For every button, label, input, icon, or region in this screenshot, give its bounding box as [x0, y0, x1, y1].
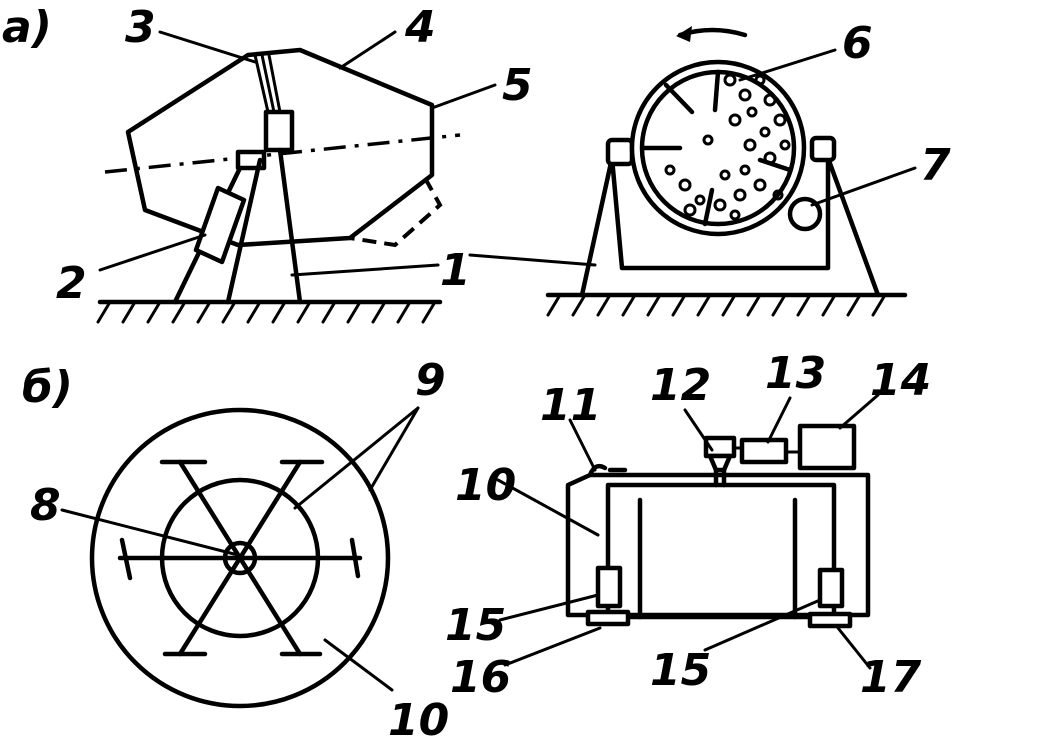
leader-10-right — [496, 478, 600, 537]
right-trunnion — [809, 135, 837, 163]
label-11: 11 — [540, 380, 601, 431]
label-14: 14 — [870, 355, 931, 406]
leader-4 — [338, 30, 397, 70]
leader-14 — [838, 393, 880, 430]
leader-15-right — [703, 598, 822, 652]
leader-1-left — [290, 263, 440, 277]
section-label-b: б) — [22, 362, 73, 413]
spoke-diag-2 — [177, 459, 303, 657]
label-5: 5 — [502, 60, 533, 111]
motor — [797, 423, 857, 471]
section-label-a: а) — [2, 2, 52, 53]
housing — [565, 472, 871, 618]
blade-1 — [663, 82, 695, 115]
material-pebbles — [664, 73, 791, 221]
leader-2 — [98, 233, 207, 272]
stand-leg-right — [277, 147, 303, 305]
spoke-end-left — [119, 537, 133, 581]
ground-hatch-left — [96, 300, 437, 324]
leader-9b — [368, 406, 420, 492]
ground-hatch-right — [546, 293, 887, 317]
label-15-right: 15 — [650, 645, 711, 696]
leader-5 — [430, 83, 497, 110]
label-7: 7 — [920, 140, 951, 191]
base-right — [807, 611, 853, 629]
leader-15-left — [498, 593, 600, 622]
label-2: 2 — [56, 258, 87, 309]
blade-3 — [712, 69, 721, 113]
leader-lines — [60, 30, 917, 692]
drive-nozzle — [707, 453, 733, 473]
labels: а) б) 3 4 5 2 1 6 7 8 9 10 10 11 12 13 1… — [2, 2, 951, 740]
machine-side-view — [565, 423, 871, 629]
leader-16 — [503, 626, 602, 667]
leader-9a — [293, 406, 420, 510]
hook — [587, 463, 628, 478]
label-3: 3 — [125, 2, 156, 53]
roller-left — [595, 565, 623, 609]
leader-13 — [766, 396, 792, 444]
label-15-left: 15 — [445, 600, 506, 651]
rotation-arrowhead — [676, 26, 692, 42]
disc-view — [89, 407, 391, 709]
stand-leg-mid — [225, 157, 263, 305]
leader-10-left — [323, 638, 394, 692]
leader-6 — [738, 48, 837, 82]
label-4: 4 — [404, 2, 436, 53]
label-6: 6 — [842, 18, 873, 69]
cables — [253, 53, 282, 114]
label-16: 16 — [450, 652, 511, 703]
leader-8 — [60, 508, 240, 557]
front-view-drum — [545, 26, 908, 317]
drive-unit — [193, 185, 247, 265]
leader-3 — [158, 30, 257, 64]
frame — [579, 155, 881, 298]
gearbox — [739, 437, 789, 465]
inner-drum — [605, 482, 837, 620]
blade-4 — [702, 187, 715, 227]
outer-disc — [89, 407, 391, 709]
label-12: 12 — [650, 360, 711, 411]
leader-11 — [568, 418, 597, 472]
label-1: 1 — [440, 245, 471, 296]
leader-12 — [683, 408, 714, 452]
drum-body — [125, 47, 435, 248]
spoke-end-right — [349, 537, 361, 579]
label-13: 13 — [765, 348, 826, 399]
base-left — [585, 609, 631, 627]
label-8: 8 — [30, 480, 61, 531]
label-17: 17 — [860, 652, 922, 703]
left-trunnion — [605, 137, 635, 167]
label-10-disc: 10 — [388, 695, 449, 740]
label-10-machine: 10 — [455, 460, 516, 511]
support-roller — [787, 196, 823, 232]
bearing-block — [263, 109, 295, 153]
label-9: 9 — [415, 355, 446, 406]
roller-right — [817, 567, 845, 609]
leader-7 — [810, 166, 917, 207]
leader-1-right — [468, 253, 597, 267]
leader-17 — [836, 626, 872, 670]
drum-tilt-dashed — [349, 177, 443, 248]
side-view-drum — [96, 47, 461, 324]
